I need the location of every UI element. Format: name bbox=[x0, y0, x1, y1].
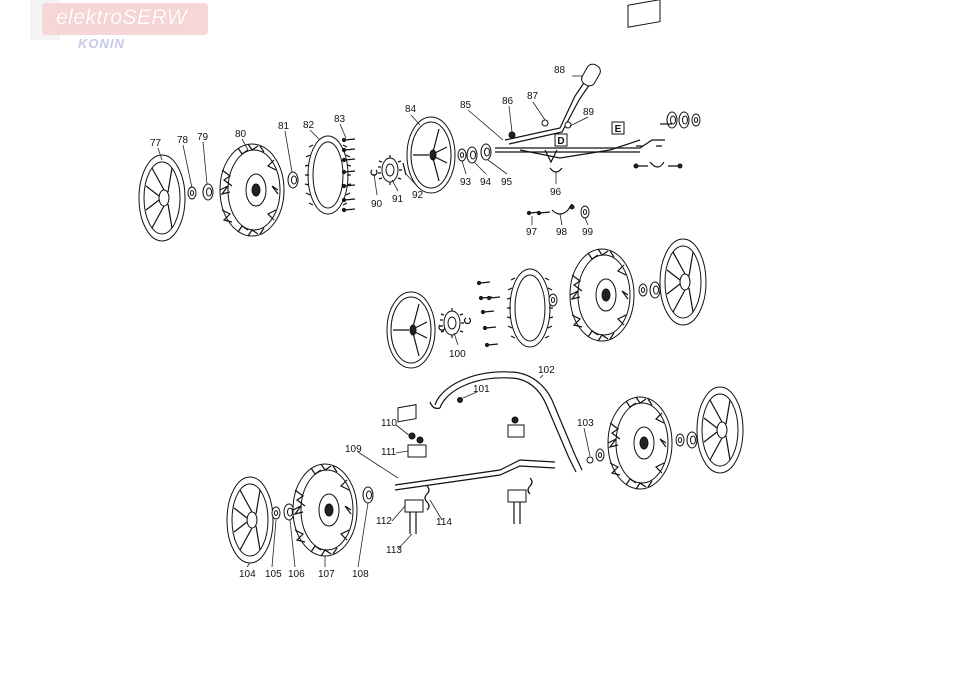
lower-axle-assembly bbox=[226, 371, 744, 564]
elektroserw-logo: elektroSERW KONIN bbox=[0, 0, 215, 60]
spring-114 bbox=[424, 485, 430, 511]
upper-wheel-assembly: D E bbox=[138, 0, 701, 242]
label-90: 90 bbox=[371, 199, 383, 210]
label-112: 112 bbox=[376, 516, 392, 527]
label-97: 97 bbox=[526, 227, 538, 238]
gear-ring-82 bbox=[304, 135, 352, 215]
washer-103 bbox=[586, 456, 594, 464]
cover-plate-mid bbox=[386, 291, 436, 369]
label-107: 107 bbox=[318, 569, 335, 580]
label-87: 87 bbox=[527, 91, 539, 102]
washer-93 bbox=[457, 148, 467, 162]
label-104: 104 bbox=[239, 569, 256, 580]
wheel-107 bbox=[292, 463, 358, 557]
label-83: 83 bbox=[334, 114, 346, 125]
cover-plate-84 bbox=[406, 116, 456, 194]
marker-e-box bbox=[611, 121, 625, 135]
screws-mid bbox=[476, 280, 501, 348]
marker-e: E bbox=[615, 124, 622, 135]
label-88: 88 bbox=[554, 65, 566, 76]
label-102: 102 bbox=[538, 365, 555, 376]
hubcap-77 bbox=[138, 154, 186, 242]
label-111: 111 bbox=[381, 447, 397, 458]
washer-105 bbox=[271, 506, 281, 520]
marker-d-box bbox=[554, 133, 568, 147]
label-77: 77 bbox=[150, 138, 162, 149]
washer-78 bbox=[187, 186, 197, 200]
label-114: 114 bbox=[436, 517, 452, 528]
label-80: 80 bbox=[235, 129, 247, 140]
logo-brand-prefix: elektro bbox=[56, 6, 123, 29]
logo-brand: elektroSERW bbox=[56, 6, 187, 30]
washer-mid2 bbox=[638, 283, 648, 297]
gear-ring-mid bbox=[506, 268, 554, 348]
hubcap-lower-right bbox=[696, 386, 744, 474]
washer-e3 bbox=[691, 113, 701, 127]
label-98: 98 bbox=[556, 227, 568, 238]
logo-city: KONIN bbox=[78, 36, 125, 51]
rod-102 bbox=[434, 371, 583, 471]
label-95: 95 bbox=[501, 177, 513, 188]
bearing-e1 bbox=[666, 111, 678, 129]
leader-lines bbox=[157, 75, 591, 568]
label-99: 99 bbox=[582, 227, 594, 238]
label-86: 86 bbox=[502, 96, 514, 107]
label-89: 89 bbox=[583, 107, 595, 118]
bushing-95 bbox=[480, 143, 492, 161]
nut-110 bbox=[408, 432, 416, 440]
label-94: 94 bbox=[480, 177, 492, 188]
label-96: 96 bbox=[550, 187, 562, 198]
label-91: 91 bbox=[392, 194, 404, 205]
label-101: 101 bbox=[473, 384, 490, 395]
pinion-100 bbox=[439, 307, 465, 339]
bearing-e2 bbox=[678, 111, 690, 129]
label-92: 92 bbox=[412, 190, 424, 201]
bracket-112 bbox=[404, 499, 424, 513]
nut-101 bbox=[457, 397, 463, 403]
middle-wheel-assembly bbox=[386, 238, 707, 369]
pinion-91 bbox=[377, 154, 403, 186]
label-103: 103 bbox=[577, 418, 594, 429]
lever-knob-88 bbox=[581, 63, 601, 87]
label-105: 105 bbox=[265, 569, 282, 580]
part-labels: 77 78 79 80 81 82 83 84 85 86 87 88 89 9… bbox=[150, 65, 595, 580]
fastener-group-e bbox=[633, 145, 683, 169]
bearing-81 bbox=[287, 171, 299, 189]
label-84: 84 bbox=[405, 104, 417, 115]
fasteners-97-99 bbox=[526, 203, 590, 219]
bolts-113 bbox=[409, 512, 417, 534]
label-113: 113 bbox=[386, 545, 402, 556]
bearing-79 bbox=[202, 183, 214, 201]
washer-mid bbox=[548, 293, 558, 307]
wheel-80 bbox=[219, 143, 285, 237]
bracket-111 bbox=[407, 444, 427, 458]
bushing-94 bbox=[466, 146, 478, 164]
axle-109 bbox=[394, 459, 556, 486]
label-78: 78 bbox=[177, 135, 189, 146]
label-110: 110 bbox=[381, 418, 397, 429]
pin-92 bbox=[402, 162, 407, 176]
bearing-106 bbox=[283, 503, 295, 521]
label-109: 109 bbox=[345, 444, 362, 455]
marker-d: D bbox=[557, 136, 564, 147]
label-81: 81 bbox=[278, 121, 290, 132]
label-108: 108 bbox=[352, 569, 369, 580]
label-100: 100 bbox=[449, 349, 466, 360]
hubcap-mid bbox=[659, 238, 707, 326]
label-93: 93 bbox=[460, 177, 472, 188]
label-85: 85 bbox=[460, 100, 472, 111]
label-79: 79 bbox=[197, 132, 209, 143]
hubcap-104 bbox=[226, 476, 274, 564]
clip-96 bbox=[549, 167, 563, 173]
logo-brand-suffix: SERW bbox=[122, 6, 188, 29]
logo-badge bbox=[42, 3, 208, 35]
bearing-108 bbox=[362, 486, 374, 504]
bearing-mid bbox=[649, 281, 661, 299]
label-82: 82 bbox=[303, 120, 315, 131]
wheel-mid bbox=[569, 248, 635, 342]
label-106: 106 bbox=[288, 569, 305, 580]
height-adjust-lever bbox=[495, 0, 701, 164]
wheel-lower-right bbox=[607, 396, 673, 490]
